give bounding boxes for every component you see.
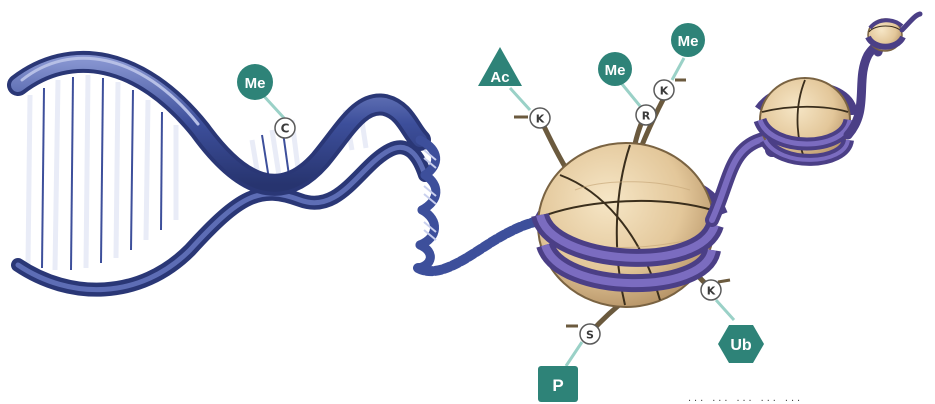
- nucleosome-third: [868, 14, 920, 51]
- nucleosome-second: [760, 78, 852, 162]
- acetyl-tag-label: Ac: [490, 69, 509, 86]
- mark-lysine-methylation: K Me: [654, 23, 705, 100]
- lysine-ub-label: K: [707, 285, 716, 298]
- mark-phosphorylation: S P: [538, 324, 600, 402]
- arginine-label: R: [642, 110, 651, 123]
- nucleosome-main: [538, 90, 720, 333]
- lysine-me-label: K: [660, 85, 669, 98]
- lysine-ac-label: K: [536, 113, 545, 126]
- serine-label: S: [586, 329, 594, 342]
- image-credit: ... ... ... ... ...: [688, 392, 933, 404]
- ubiquitin-tag-label: Ub: [730, 337, 752, 354]
- phospho-tag-label: P: [552, 376, 563, 395]
- methyl-tag-dna-label: Me: [245, 75, 266, 92]
- methyl-tag-lysine-label: Me: [678, 33, 699, 50]
- cytosine-label: C: [281, 122, 290, 136]
- dna-double-helix: [18, 58, 545, 289]
- chromatin-linker-2: [848, 46, 879, 135]
- mark-dna-methylation: C Me: [237, 64, 295, 138]
- mark-arginine-methylation: R Me: [598, 52, 656, 125]
- mark-ubiquitination: K Ub: [701, 280, 764, 363]
- mark-acetylation: K Ac: [478, 47, 550, 128]
- methyl-tag-arginine-label: Me: [605, 62, 626, 79]
